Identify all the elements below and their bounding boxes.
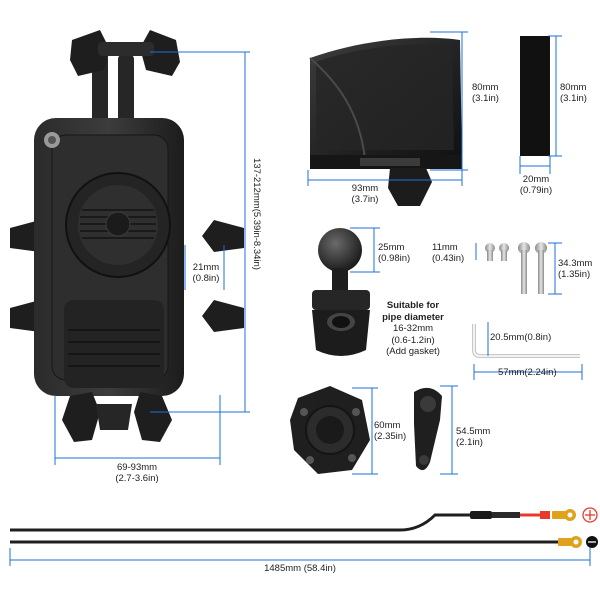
- arm-dimension-lines: [440, 385, 458, 475]
- screw-long-mm: 34.3mm: [558, 258, 593, 269]
- pad-width-label: 20mm (0.79in): [508, 174, 564, 196]
- cable-dimension-lines: [9, 548, 591, 566]
- holder-width-mm: 69-93mm: [116, 462, 158, 473]
- visor-height-label: 80mm (3.1in): [472, 82, 499, 104]
- pipe-note-line-3: 16-32mm: [392, 323, 434, 334]
- visor-dimension-lines: [307, 31, 468, 186]
- base-size-mm: 60mm: [374, 420, 401, 431]
- pipe-diameter-note: Suitable for pipe diameter 16-32mm (0.6-…: [370, 300, 456, 358]
- base-dimension-lines: [352, 387, 378, 475]
- pad-height-label: 80mm (3.1in): [560, 82, 587, 104]
- holder-height-label: 137-212mm(5.39in-8.34in): [251, 158, 262, 270]
- pipe-note-line-2: pipe diameter: [382, 311, 444, 323]
- hex-wrench: [472, 324, 580, 358]
- screw-dimension-lines: [475, 242, 562, 295]
- ball-mount-clamp: [312, 228, 370, 356]
- holder-width-label: 69-93mm (2.7-3.6in): [82, 462, 192, 484]
- base-size-label: 60mm (2.35in): [374, 420, 406, 442]
- screw-short-label: 11mm (0.43in): [432, 242, 464, 264]
- holder-clamp-label: 21mm (0.8in): [186, 262, 226, 284]
- ball-size-label: 25mm (0.98in): [378, 242, 410, 264]
- screws: [485, 242, 547, 294]
- visor-width-mm: 93mm: [351, 183, 379, 194]
- wrench-long-label: 57mm(2.24in): [498, 367, 557, 378]
- base-size-in: (2.35in): [374, 431, 407, 442]
- extension-arm: [414, 387, 442, 471]
- wrench-dimension-lines: [473, 322, 583, 380]
- pad-height-in: (3.1in): [560, 93, 587, 104]
- screw-long-in: (1.35in): [558, 269, 591, 280]
- wrench-short-label: 20.5mm(0.8in): [490, 332, 552, 343]
- adhesive-pad: [520, 36, 550, 156]
- mount-base: [290, 386, 370, 474]
- pipe-note-line-1: Suitable for: [386, 300, 440, 311]
- charging-cable: [10, 507, 598, 548]
- visor-height-in: (3.1in): [472, 93, 499, 104]
- pipe-note-line-5: (Add gasket): [386, 346, 440, 357]
- holder-dimension-lines: [54, 51, 250, 465]
- screw-long-label: 34.3mm (1.35in): [558, 258, 592, 280]
- screw-short-mm: 11mm: [432, 242, 458, 253]
- pipe-note-line-4: (0.6-1.2in): [391, 334, 435, 346]
- holder-clamp-mm: 21mm: [192, 262, 220, 273]
- arm-size-label: 54.5mm (2.1in): [456, 426, 490, 448]
- pad-width-in: (0.79in): [519, 185, 553, 196]
- visor-height-mm: 80mm: [472, 82, 499, 93]
- ball-dimension-lines: [350, 227, 380, 273]
- pad-height-mm: 80mm: [560, 82, 587, 93]
- arm-size-mm: 54.5mm: [456, 426, 491, 437]
- arm-size-in: (2.1in): [456, 437, 483, 448]
- screw-short-in: (0.43in): [432, 253, 465, 264]
- sun-visor: [309, 37, 462, 206]
- holder-width-in: (2.7-3.6in): [115, 473, 159, 484]
- visor-width-in: (3.7in): [351, 194, 379, 205]
- cable-length-label: 1485mm (58.4in): [264, 563, 336, 574]
- pad-width-mm: 20mm: [522, 174, 550, 185]
- ball-size-in: (0.98in): [378, 253, 411, 264]
- pad-dimension-lines: [519, 35, 562, 174]
- holder-clamp-in: (0.8in): [192, 273, 220, 284]
- phone-holder: [10, 30, 244, 442]
- visor-width-label: 93mm (3.7in): [330, 183, 400, 205]
- ball-size-mm: 25mm: [378, 242, 405, 253]
